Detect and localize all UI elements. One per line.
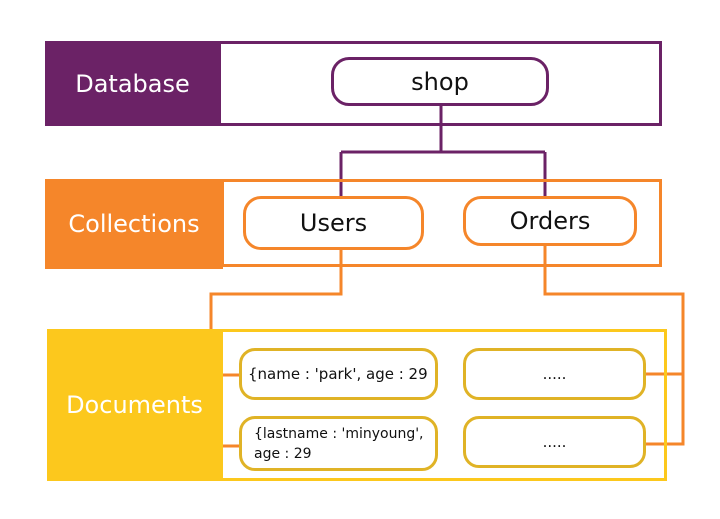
orders-collection-node: Orders [463,196,637,246]
users-collection-label: Users [299,209,368,237]
orders-document-2: ..... [463,416,646,468]
users-document-2-line-2: age : 29 [254,445,312,462]
users-collection-node: Users [243,196,424,250]
shop-database-label: shop [411,67,469,96]
users-document-1: {name : 'park', age : 29 [239,348,438,400]
users-document-2: {lastname : 'minyoung', age : 29 [239,416,438,471]
documents-layer-label: Documents [47,329,222,481]
documents-layer-frame [220,329,667,481]
collections-layer-label: Collections [45,179,223,269]
orders-document-2-text: ..... [542,433,567,451]
orders-collection-label: Orders [509,207,591,235]
users-document-1-text: {name : 'park', age : 29 [248,365,428,383]
orders-document-1: ..... [463,348,646,400]
database-layer-frame [218,41,662,126]
orders-document-1-text: ..... [542,365,567,383]
database-layer-text: Database [75,69,190,98]
users-document-2-line-1: {lastname : 'minyoung', [254,425,424,442]
database-layer-label: Database [45,41,220,126]
shop-database-node: shop [331,57,549,106]
documents-layer-text: Documents [66,391,203,419]
collections-layer-frame [221,179,662,267]
collections-layer-text: Collections [68,210,200,238]
shop-to-collections-connector [339,106,547,198]
